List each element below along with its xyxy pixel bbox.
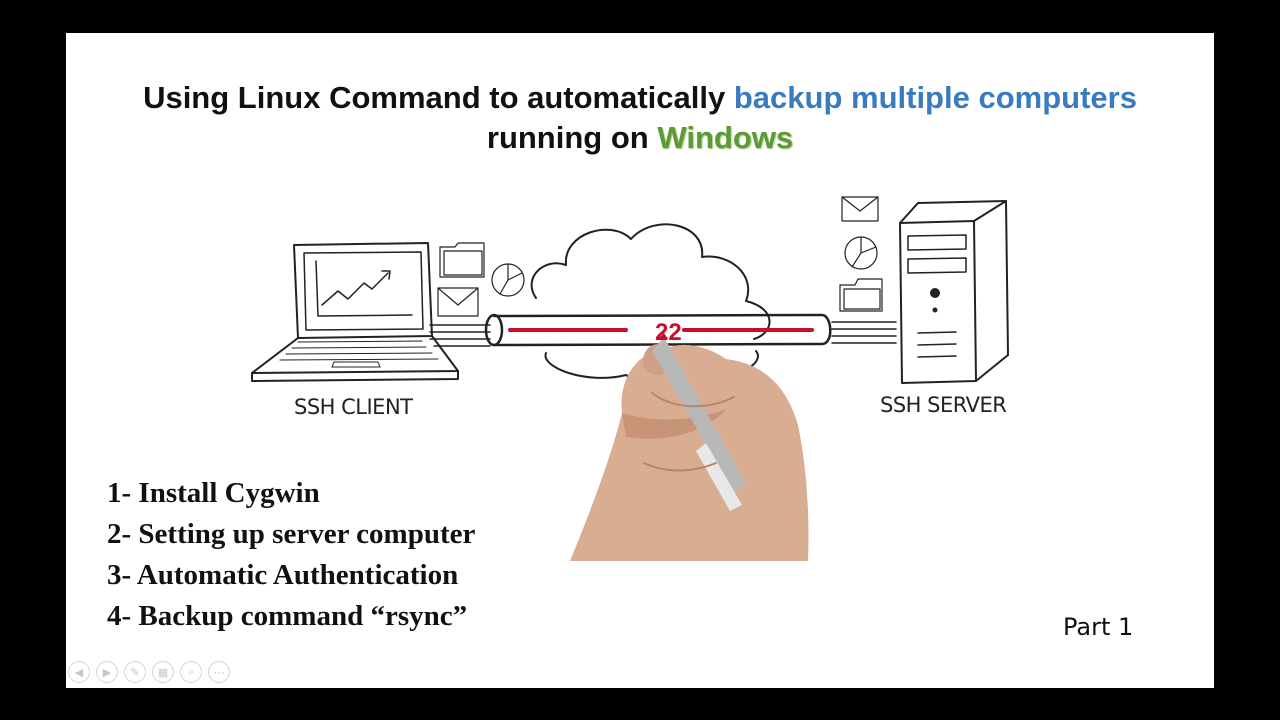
step-item: 3- Automatic Authentication	[107, 559, 459, 591]
title-highlight-blue: backup multiple computers	[733, 80, 1137, 115]
ssh-server-label: SSH SERVER	[880, 393, 1007, 417]
port-number-label: 22	[655, 319, 682, 346]
slides-grid-icon[interactable]: ▦	[152, 661, 174, 683]
tunnel-pipe-icon	[484, 313, 832, 347]
folder-icon	[839, 278, 883, 312]
hand-with-marker-icon	[570, 333, 809, 561]
ssh-client-label: SSH CLIENT	[294, 395, 413, 419]
slide-title-line-2: running on Windows	[66, 118, 1214, 158]
pie-chart-icon	[844, 236, 878, 270]
title-plain-2: running on	[486, 120, 658, 155]
folder-icon	[439, 242, 485, 278]
envelope-icon	[437, 287, 479, 317]
ssh-diagram: 22	[251, 196, 1009, 561]
slideshow-controls: ◀ ▶ ✎ ▦ ⌕ ⋯	[66, 661, 230, 687]
pie-chart-icon	[491, 263, 525, 297]
title-plain-1: Using Linux Command to automatically	[143, 80, 734, 115]
pen-icon[interactable]: ✎	[124, 661, 146, 683]
slide: Using Linux Command to automatically bac…	[66, 33, 1214, 688]
steps-list: 1- Install Cygwin 2- Setting up server c…	[107, 473, 475, 637]
laptop-icon	[251, 242, 459, 382]
server-tower-icon	[899, 200, 1009, 384]
step-item: 2- Setting up server computer	[107, 518, 476, 550]
slide-title-line-1: Using Linux Command to automatically bac…	[66, 78, 1214, 118]
envelope-icon	[841, 196, 879, 222]
next-slide-icon[interactable]: ▶	[96, 661, 118, 683]
title-highlight-green: Windows	[657, 120, 794, 155]
step-item: 4- Backup command “rsync”	[107, 600, 468, 632]
step-item: 1- Install Cygwin	[107, 477, 320, 509]
part-label: Part 1	[1063, 613, 1134, 641]
more-options-icon[interactable]: ⋯	[208, 661, 230, 683]
zoom-icon[interactable]: ⌕	[180, 661, 202, 683]
previous-slide-icon[interactable]: ◀	[68, 661, 90, 683]
